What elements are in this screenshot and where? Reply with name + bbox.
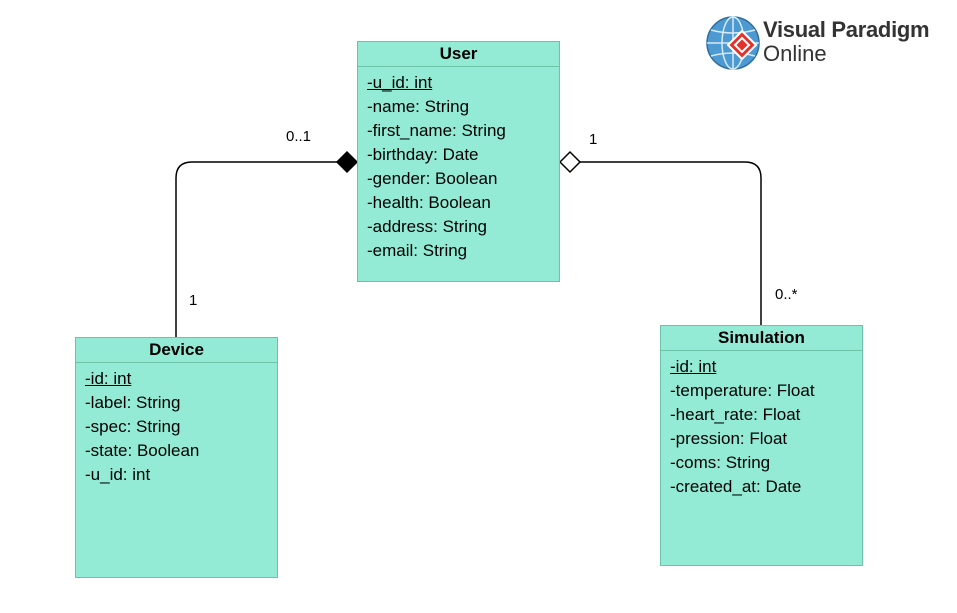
attribute-id: -id: int [670,357,717,376]
class-user-attributes: -u_id: int -name: String -first_name: St… [358,67,559,263]
attribute-email: -email: String [367,241,468,260]
attribute-health: -health: Boolean [367,193,491,212]
logo-brand-text: Visual Paradigm [763,17,930,42]
aggregation-connector-user-simulation[interactable] [580,161,762,325]
class-simulation[interactable]: Simulation -id: int -temperature: Float … [660,325,863,566]
attribute-created-at: -created_at: Date [670,477,802,496]
logo-text: Visual Paradigm Online [763,17,930,66]
class-device-name: Device [76,338,277,363]
attribute-first-name: -first_name: String [367,121,506,140]
attribute-id: -id: int [85,369,132,388]
class-user-name: User [358,42,559,67]
attribute-u-id: -u_id: int [367,73,433,92]
class-device[interactable]: Device -id: int -label: String -spec: St… [75,337,278,578]
multiplicity-user-simulation-user-end: 1 [589,131,598,148]
class-simulation-name: Simulation [661,326,862,351]
class-device-attributes: -id: int -label: String -spec: String -s… [76,363,277,487]
attribute-birthday: -birthday: Date [367,145,479,164]
attribute-gender: -gender: Boolean [367,169,498,188]
attribute-temperature: -temperature: Float [670,381,815,400]
logo-sub-text: Online [763,41,827,66]
attribute-spec: -spec: String [85,417,181,436]
aggregation-diamond [558,150,582,174]
composition-diamond [335,150,359,174]
attribute-coms: -coms: String [670,453,771,472]
class-simulation-attributes: -id: int -temperature: Float -heart_rate… [661,351,862,499]
multiplicity-user-device-user-end: 0..1 [286,128,312,145]
visual-paradigm-logo: Visual Paradigm Online [705,14,950,74]
attribute-state: -state: Boolean [85,441,200,460]
attribute-heart-rate: -heart_rate: Float [670,405,801,424]
attribute-pression: -pression: Float [670,429,788,448]
attribute-name: -name: String [367,97,470,116]
attribute-label: -label: String [85,393,181,412]
attribute-address: -address: String [367,217,487,236]
class-user[interactable]: User -u_id: int -name: String -first_nam… [357,41,560,282]
multiplicity-user-device-device-end: 1 [189,292,198,309]
red-diamond-icon [726,29,758,61]
multiplicity-user-simulation-simulation-end: 0..* [775,286,798,303]
attribute-u-id: -u_id: int [85,465,151,484]
composition-connector-user-device[interactable] [175,161,337,337]
globe-icon [706,16,760,70]
